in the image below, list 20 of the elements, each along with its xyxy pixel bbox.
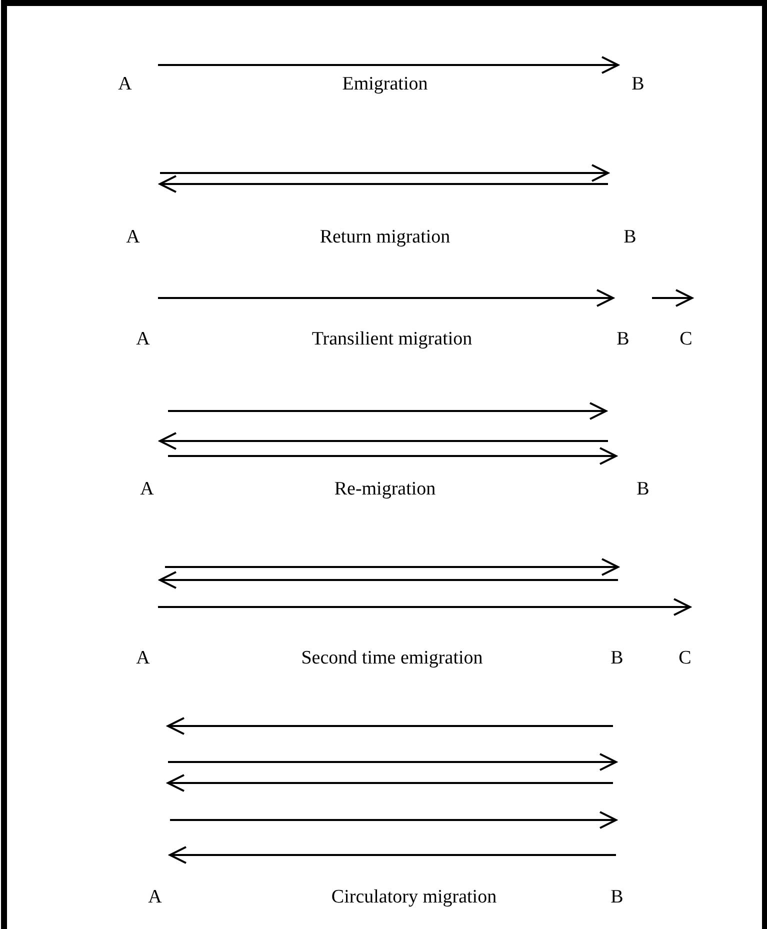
place-letter: B bbox=[610, 648, 624, 670]
place-letter: B bbox=[632, 74, 644, 96]
migration-type-label: Return migration bbox=[320, 228, 450, 248]
place-letter: A bbox=[136, 648, 150, 670]
place-letter: A bbox=[148, 888, 162, 908]
place-letter: C bbox=[680, 330, 692, 350]
migration-type-label: Circulatory migration bbox=[331, 888, 497, 908]
place-letter: B bbox=[636, 480, 650, 500]
place-letter: B bbox=[610, 888, 624, 908]
migration-type-label: Second time emigration bbox=[301, 648, 483, 670]
migration-type-label: Emigration bbox=[342, 74, 428, 96]
migration-type-label: Re-migration bbox=[334, 480, 436, 500]
place-letter: A bbox=[118, 74, 132, 96]
migration-type-label: Transilient migration bbox=[312, 330, 472, 350]
place-letter: B bbox=[616, 330, 630, 350]
place-letter: B bbox=[624, 228, 636, 248]
place-letter: A bbox=[140, 480, 154, 500]
place-letter: A bbox=[136, 330, 150, 350]
place-letter: A bbox=[126, 228, 140, 248]
place-letter: C bbox=[678, 648, 692, 670]
